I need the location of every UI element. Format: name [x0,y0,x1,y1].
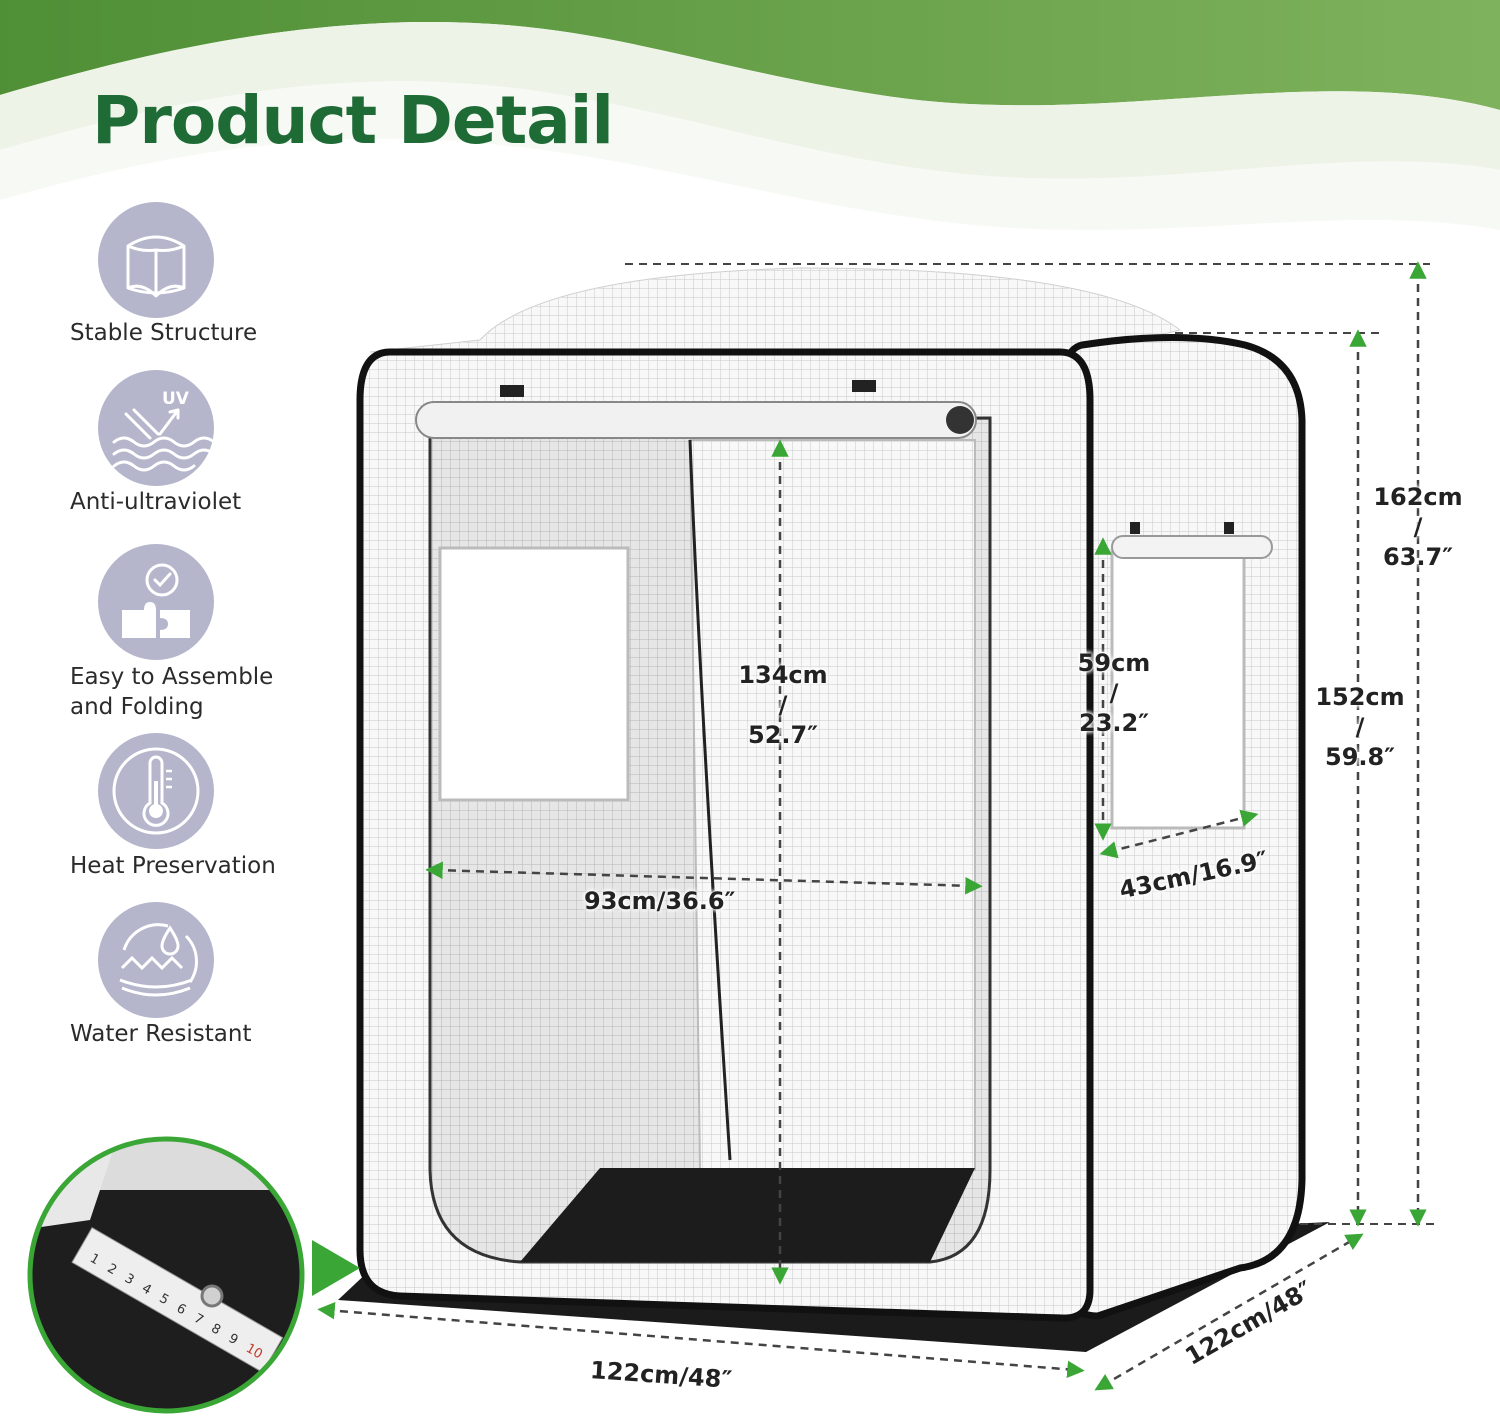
feature-circle-water [98,902,214,1018]
page-title: Product Detail [92,82,614,159]
dim-door-width: 93cm/36.6″ [584,887,736,915]
grommet [200,1284,224,1308]
feature-label-water: Water Resistant [70,1021,252,1047]
feature-circle-assemble [98,544,214,660]
ruler-mark: 10 [243,1341,265,1362]
feature-circle-structure [98,202,214,318]
dim-window-height: 59cm / 23.2″ [1077,649,1151,737]
feature-label-assemble-1: Easy to Assemble [70,664,274,690]
tent-roof [369,267,1182,353]
uv-icon-text: UV [162,389,190,409]
dim-side-height: 152cm / 59.8″ [1315,683,1405,771]
puzzle-check-icon [122,563,190,638]
feature-circle-uv: UV [98,370,214,486]
water-drop-icon [119,923,198,997]
thermometer-icon [112,747,200,835]
tent-floor [520,1168,975,1262]
feature-label-assemble-2: and Folding [70,694,204,720]
dim-door-height: 134cm / 52.7″ [738,661,828,749]
feature-circle-heat [98,733,214,849]
door-roll-bar [415,401,977,439]
measuring-ruler [71,1226,284,1374]
feature-label-structure: Stable Structure [70,320,258,346]
uv-protection-icon: UV [112,389,214,472]
tent-back-window [438,546,630,802]
feature-label-heat: Heat Preservation [70,853,276,879]
feature-label-uv: Anti-ultraviolet [70,489,242,515]
inset-pointer-arrow [312,1240,360,1296]
dim-total-height: 162cm / 63.7″ [1373,483,1463,571]
cube-frame-icon [126,235,186,298]
